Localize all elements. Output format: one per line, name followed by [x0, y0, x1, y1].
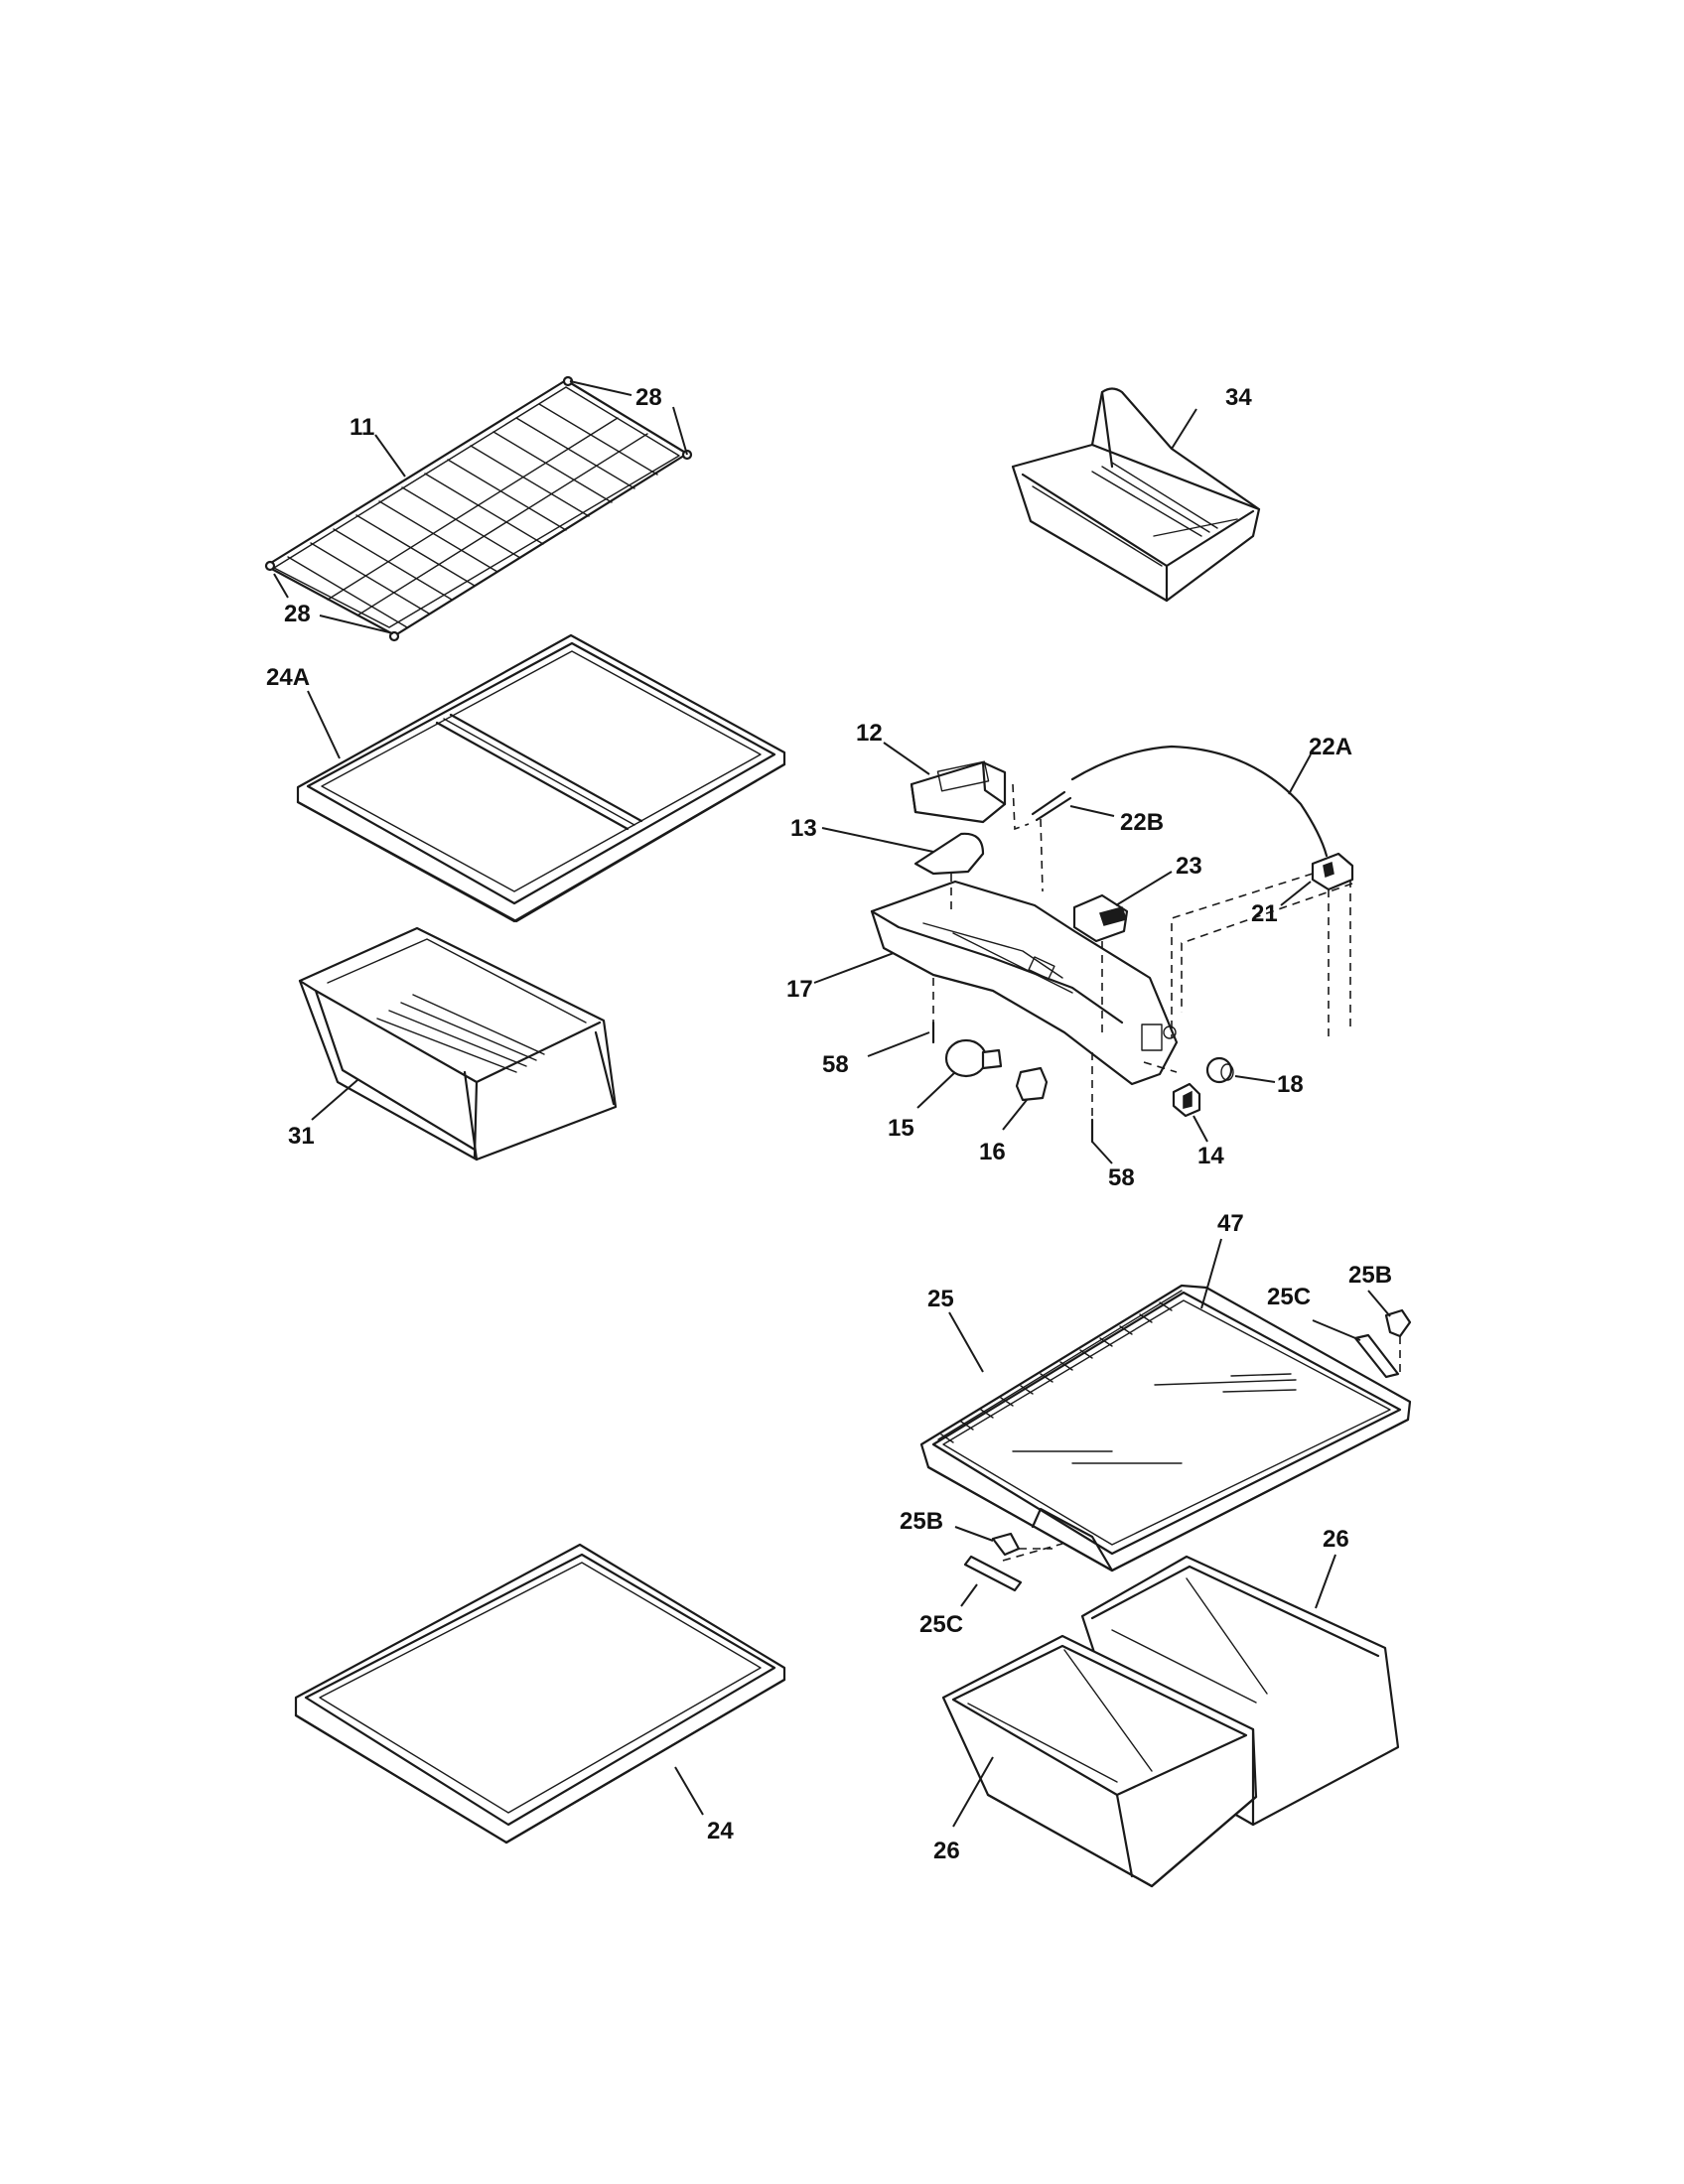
glass-shelf-24A — [296, 633, 786, 923]
switch-14 — [1172, 1082, 1201, 1118]
callout-24: 24 — [707, 1818, 734, 1844]
callout-18: 18 — [1277, 1071, 1304, 1098]
callout-28-left: 28 — [284, 601, 311, 627]
socket-16 — [1015, 1066, 1049, 1102]
light-shield-12 — [910, 760, 1007, 824]
callout-25C-top: 25C — [1267, 1284, 1311, 1310]
callout-labels: 11 28 28 34 24A 12 22A 22B 13 23 21 17 5… — [266, 384, 1392, 1864]
callout-26-top: 26 — [1323, 1526, 1349, 1553]
callout-47: 47 — [1217, 1210, 1244, 1237]
callout-25B-bottom: 25B — [900, 1508, 943, 1535]
crisper-cover-25 — [919, 1284, 1412, 1592]
capillary-22A — [1070, 745, 1329, 858]
callout-11: 11 — [350, 414, 374, 441]
callout-31: 31 — [288, 1123, 315, 1150]
crisper-drawer-31 — [298, 926, 618, 1161]
clip-25B-top — [1384, 1308, 1412, 1338]
thermostat-23 — [1072, 893, 1129, 943]
switch-21 — [1311, 852, 1354, 891]
callout-17: 17 — [786, 976, 813, 1003]
door-bin-34 — [1011, 387, 1261, 603]
callout-13: 13 — [790, 815, 817, 842]
callout-58-right: 58 — [1108, 1164, 1135, 1191]
callout-28-top: 28 — [635, 384, 662, 411]
control-housing-assembly — [870, 745, 1354, 1144]
callout-26-bottom: 26 — [933, 1838, 960, 1864]
clip-25B-bottom — [991, 1532, 1021, 1557]
callout-16: 16 — [979, 1139, 1006, 1165]
tube-22B — [1031, 790, 1066, 816]
light-bulb-15 — [944, 1038, 1003, 1078]
callout-25C-bottom: 25C — [919, 1611, 963, 1638]
switch-18 — [1205, 1056, 1234, 1084]
callout-23: 23 — [1176, 853, 1202, 880]
callout-34: 34 — [1225, 384, 1252, 411]
callout-24A: 24A — [266, 664, 310, 691]
callout-12: 12 — [856, 720, 883, 747]
bracket-25C-top — [1353, 1333, 1400, 1379]
bracket-25C-bottom — [963, 1555, 1023, 1592]
callout-25B-top: 25B — [1348, 1262, 1392, 1289]
callout-22B: 22B — [1120, 809, 1164, 836]
glass-shelf-24 — [294, 1543, 786, 1844]
control-housing-17 — [870, 880, 1179, 1086]
crisper-drawers-26 — [941, 1555, 1400, 1888]
leader-lines — [273, 380, 1391, 1828]
callout-22A: 22A — [1309, 734, 1352, 760]
callout-21: 21 — [1251, 900, 1278, 927]
callout-15: 15 — [888, 1115, 914, 1142]
wire-shelf-11 — [264, 375, 693, 642]
callout-58-left: 58 — [822, 1051, 849, 1078]
lens-13 — [913, 832, 985, 876]
callout-14: 14 — [1197, 1143, 1224, 1169]
callout-25: 25 — [927, 1286, 954, 1312]
